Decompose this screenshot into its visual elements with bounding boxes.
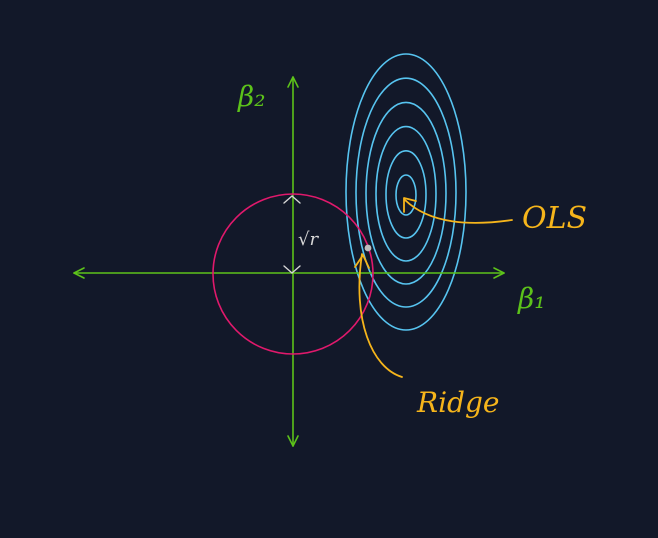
ols-contour-ellipse	[395, 174, 417, 216]
y-axis-top-arrow	[287, 76, 299, 88]
ols-arrowhead	[403, 197, 417, 213]
radius-marker	[283, 195, 301, 274]
axes	[73, 76, 505, 447]
ridge-label: Ridge	[416, 386, 499, 419]
ols-arrow	[404, 199, 513, 224]
radius-arrow-bottom	[283, 265, 301, 274]
ols-contour-ellipse	[385, 149, 427, 239]
x-axis-left-arrow	[73, 267, 85, 279]
y-axis-label: β₂	[237, 80, 265, 113]
y-axis-bottom-arrow	[287, 435, 299, 447]
ols-contours	[345, 53, 467, 331]
ridge-arrowhead	[354, 254, 370, 269]
radius-arrow-top	[283, 195, 301, 204]
ols-contour-ellipse	[365, 101, 447, 285]
x-axis-label: β₁	[517, 282, 545, 315]
ols-contour-ellipse	[375, 125, 437, 262]
x-axis-right-arrow	[493, 267, 505, 279]
constraint-circle	[212, 193, 374, 355]
ols-contour-ellipse	[345, 53, 467, 331]
ridge-arrow	[358, 253, 403, 378]
ols-label: OLS	[522, 201, 587, 236]
ols-contour-ellipse	[355, 77, 457, 308]
ridge-point	[364, 244, 372, 252]
radius-label: √r	[298, 229, 319, 250]
